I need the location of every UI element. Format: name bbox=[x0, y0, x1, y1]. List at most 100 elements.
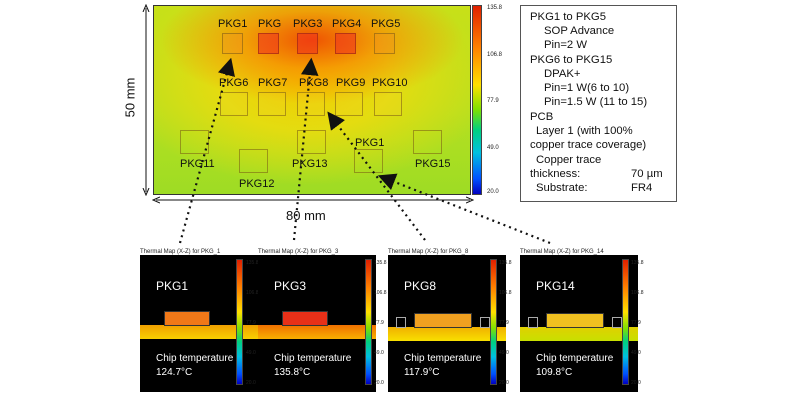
pkg-box-11 bbox=[180, 130, 209, 154]
scale-tick: 20.0 bbox=[374, 380, 384, 386]
pkg-box-14 bbox=[354, 149, 383, 173]
legend-line: DPAK+ bbox=[544, 68, 581, 80]
panel-title: Thermal Map (X-Z) for PKG_8 bbox=[388, 249, 469, 255]
chip-block bbox=[546, 313, 604, 328]
chip-block bbox=[480, 317, 490, 328]
legend-line: PKG6 to PKG15 bbox=[530, 54, 613, 66]
legend-line: Pin=1 W(6 to 10) bbox=[544, 82, 630, 94]
panel-title: Thermal Map (X-Z) for PKG_1 bbox=[140, 249, 221, 255]
scale-tick: 77.9 bbox=[246, 320, 256, 326]
pkg-label: PKG11 bbox=[180, 158, 215, 170]
scale-tick: 106.8 bbox=[487, 52, 503, 58]
pcb-band bbox=[388, 327, 506, 341]
pkg-label: PKG3 bbox=[293, 18, 323, 30]
pkg-label: PKG1 bbox=[355, 137, 385, 149]
scale-tick: 49.0 bbox=[631, 350, 641, 356]
legend-line: Layer 1 (with 100% bbox=[536, 125, 633, 137]
main-color-scale bbox=[472, 5, 482, 195]
pcb-band bbox=[140, 325, 258, 339]
scale-tick: 77.9 bbox=[631, 320, 641, 326]
pkg-box-6 bbox=[220, 92, 248, 116]
scale-tick: 106.8 bbox=[246, 290, 259, 296]
pointer-pkg14 bbox=[377, 173, 551, 245]
legend-line: Copper trace bbox=[536, 154, 602, 166]
scale-tick: 20.0 bbox=[246, 380, 256, 386]
pkg-label: PKG6 bbox=[219, 77, 249, 89]
scale-tick: 135.8 bbox=[499, 260, 512, 266]
pkg-box-13 bbox=[297, 130, 326, 154]
chip-block bbox=[396, 317, 406, 328]
thermal-map-board: PKG1 PKG PKG3 PKG4 PKG5 PKG6 PKG7 PKG8 P… bbox=[153, 5, 471, 195]
pkg-box-15 bbox=[413, 130, 442, 154]
pkg-box-3 bbox=[297, 33, 318, 54]
chip-block bbox=[164, 311, 210, 326]
scale-tick: 49.0 bbox=[487, 145, 499, 151]
pointer-pkg3 bbox=[292, 57, 319, 241]
panel-pkg-name: PKG3 bbox=[274, 279, 307, 293]
chip-block bbox=[414, 313, 472, 328]
panel-color-scale bbox=[365, 259, 372, 385]
scale-tick: 77.9 bbox=[499, 320, 509, 326]
pkg-box-12 bbox=[239, 149, 268, 173]
pkg-label: PKG4 bbox=[332, 18, 362, 30]
scale-tick: 20.0 bbox=[487, 189, 499, 195]
legend-line: SOP Advance bbox=[544, 25, 615, 37]
width-dimension-label: 80 mm bbox=[286, 208, 326, 223]
legend-line: thickness: bbox=[530, 168, 581, 180]
chip-block bbox=[282, 311, 328, 326]
legend-box: PKG1 to PKG5 SOP Advance Pin=2 W PKG6 to… bbox=[520, 5, 677, 202]
panel-pkg-name: PKG1 bbox=[156, 279, 189, 293]
pointer-pkg1 bbox=[178, 57, 235, 244]
pkg-box-5 bbox=[374, 33, 395, 54]
legend-line: FR4 bbox=[631, 182, 653, 194]
legend-line: Pin=1.5 W (11 to 15) bbox=[544, 96, 648, 108]
pkg-box-8 bbox=[297, 92, 325, 116]
chip-block bbox=[612, 317, 622, 328]
pcb-band bbox=[258, 325, 376, 339]
scale-tick: 20.0 bbox=[499, 380, 509, 386]
pkg-label: PKG8 bbox=[299, 77, 329, 89]
pkg-label: PKG5 bbox=[371, 18, 401, 30]
legend-line: Pin=2 W bbox=[544, 39, 588, 51]
chip-block bbox=[528, 317, 538, 328]
pkg-box-7 bbox=[258, 92, 286, 116]
pkg-label: PKG9 bbox=[336, 77, 366, 89]
scale-tick: 49.0 bbox=[499, 350, 509, 356]
scale-tick: 106.8 bbox=[499, 290, 512, 296]
pkg-box-10 bbox=[374, 92, 402, 116]
legend-line: PKG1 to PKG5 bbox=[530, 11, 606, 23]
legend-line: PCB bbox=[530, 111, 554, 123]
panel-color-scale bbox=[236, 259, 243, 385]
scale-tick: 106.8 bbox=[374, 290, 387, 296]
scale-tick: 49.0 bbox=[246, 350, 256, 356]
panel-title: Thermal Map (X-Z) for PKG_14 bbox=[520, 249, 604, 255]
legend-line: Substrate: bbox=[536, 182, 588, 194]
scale-tick: 135.8 bbox=[246, 260, 259, 266]
scale-tick: 135.8 bbox=[487, 5, 503, 11]
legend-line: copper trace coverage) bbox=[530, 139, 647, 151]
scale-tick: 135.8 bbox=[374, 260, 387, 266]
pkg-label: PKG1 bbox=[218, 18, 248, 30]
pkg-label: PKG7 bbox=[258, 77, 288, 89]
scale-tick: 77.9 bbox=[487, 98, 499, 104]
pkg-box-4 bbox=[335, 33, 356, 54]
scale-tick: 20.0 bbox=[631, 380, 641, 386]
legend-line: 70 µm bbox=[631, 168, 663, 180]
pkg-label: PKG15 bbox=[415, 158, 451, 170]
pcb-band bbox=[520, 327, 638, 341]
pkg-label: PKG12 bbox=[239, 178, 275, 190]
panel-title: Thermal Map (X-Z) for PKG_3 bbox=[258, 249, 339, 255]
pkg-label: PKG bbox=[258, 18, 282, 30]
scale-tick: 135.8 bbox=[631, 260, 644, 266]
panel-pkg-name: PKG14 bbox=[536, 279, 575, 293]
panel-color-scale bbox=[622, 259, 629, 385]
pkg-label: PKG10 bbox=[372, 77, 408, 89]
